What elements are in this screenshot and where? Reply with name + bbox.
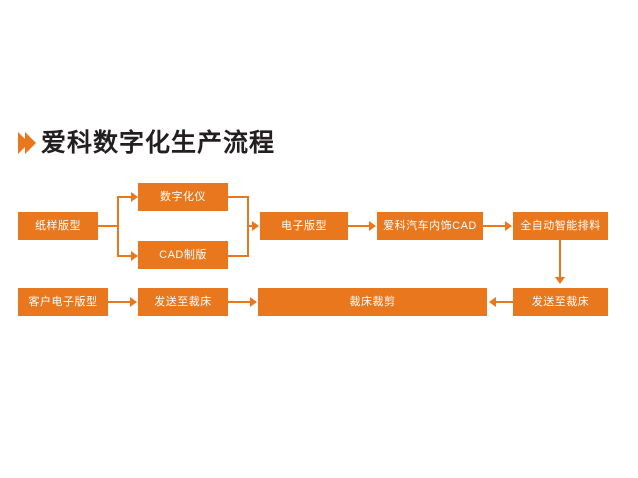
- page-title: 爱科数字化生产流程: [18, 126, 275, 160]
- node-cad-patternmaking[interactable]: CAD制版: [138, 241, 228, 269]
- node-paper-pattern[interactable]: 纸样版型: [18, 212, 98, 240]
- edge-paper-pattern-stub: [98, 225, 118, 227]
- edge-send-right-to-cutting-line: [496, 301, 513, 303]
- edge-send-right-to-cutting-arrow: [489, 297, 496, 307]
- edge-to-cad-line: [117, 255, 131, 257]
- node-aike-auto-interior-cad[interactable]: 爱科汽车内饰CAD: [377, 212, 483, 240]
- edge-electronic-to-cad-line: [348, 225, 370, 227]
- node-customer-electronic-pattern[interactable]: 客户电子版型: [18, 288, 108, 316]
- node-cutting[interactable]: 裁床裁剪: [258, 288, 487, 316]
- edge-merge-stub: [247, 225, 253, 227]
- double-chevron-right-icon: [18, 132, 36, 154]
- edge-send-to-cutting-line: [228, 301, 251, 303]
- edge-nesting-to-send-line: [559, 240, 561, 278]
- node-digitizer[interactable]: 数字化仪: [138, 183, 228, 211]
- edge-to-digitizer-line: [117, 196, 131, 198]
- edge-customer-to-send-arrow: [130, 297, 137, 307]
- edge-cad-to-nesting-line: [483, 225, 506, 227]
- edge-send-to-cutting-arrow: [250, 297, 257, 307]
- edge-electronic-to-cad-arrow: [369, 221, 376, 231]
- node-electronic-pattern[interactable]: 电子版型: [260, 212, 348, 240]
- edge-split-riser: [117, 197, 119, 257]
- page-title-text: 爱科数字化生产流程: [41, 128, 276, 157]
- edge-customer-to-send-line: [108, 301, 131, 303]
- node-auto-nesting[interactable]: 全自动智能排料: [513, 212, 608, 240]
- node-send-to-cutter-right[interactable]: 发送至裁床: [513, 288, 608, 316]
- edge-nesting-to-send-arrow: [555, 277, 565, 284]
- edge-digitizer-out-line: [228, 196, 249, 198]
- edge-to-cad-arrow: [131, 251, 138, 261]
- node-send-to-cutter-left[interactable]: 发送至裁床: [138, 288, 228, 316]
- edge-cad-to-nesting-arrow: [505, 221, 512, 231]
- edge-cad-out-line: [228, 255, 249, 257]
- edge-to-digitizer-arrow: [131, 192, 138, 202]
- edge-to-electronic-pattern-arrow: [252, 221, 259, 231]
